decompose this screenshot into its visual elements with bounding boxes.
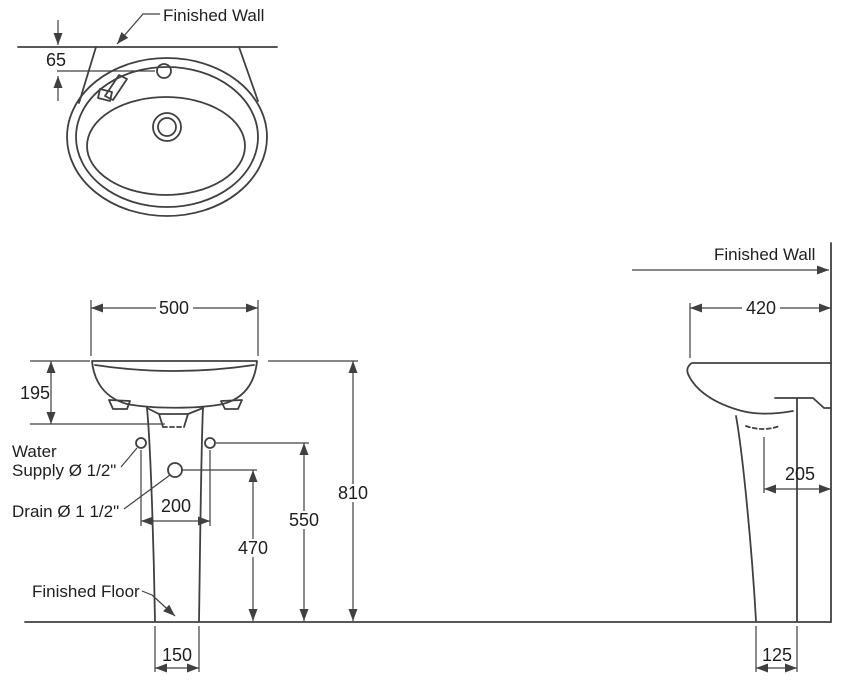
pedestal-recess-right — [183, 413, 189, 428]
dim-810-label-bg — [334, 484, 372, 502]
dim-550: 550 — [216, 442, 323, 621]
water-supply-label-line1: Water — [12, 442, 57, 461]
sink-inner-rim — [75, 66, 259, 208]
finished-floor-callout: Finished Floor — [32, 582, 176, 617]
dim-125-label: 125 — [762, 645, 792, 665]
dim-65-label: 65 — [46, 50, 66, 70]
dim-205-label: 205 — [785, 464, 815, 484]
dim-205: 205 — [764, 464, 831, 494]
drain-label: Drain Ø 1 1/2" — [12, 502, 119, 521]
dim-195: 195 — [20, 360, 165, 425]
dim-125: 125 — [755, 626, 798, 673]
faucet-handle-base — [97, 88, 113, 102]
dim-420-label: 420 — [746, 298, 776, 318]
dim-200-label: 200 — [161, 496, 191, 516]
sink-back-edge-right — [238, 46, 259, 102]
dim-150: 150 — [154, 626, 200, 673]
pedestal-right-edge — [198, 407, 204, 622]
dim-195-label: 195 — [20, 383, 50, 403]
dim-810: 810 — [268, 360, 372, 621]
dim-500-label: 500 — [159, 298, 189, 318]
basin-rim-inner-line — [94, 364, 255, 372]
drain-leader — [123, 474, 171, 510]
front-view: 500 Water Supply Ø 1/2" — [12, 298, 372, 673]
faucet-hole — [156, 63, 172, 79]
drain-callout: Drain Ø 1 1/2" — [12, 474, 171, 521]
drain-outer-plan — [152, 112, 182, 142]
pedestal-shoulder-right — [187, 407, 204, 415]
finished-floor-label: Finished Floor — [32, 582, 140, 601]
dim-420: 420 — [689, 298, 831, 358]
dim-200: 200 — [140, 450, 211, 526]
sink-plan — [66, 46, 268, 217]
basin-back-ledge — [774, 397, 832, 409]
basin-pedestal-joint-hidden — [745, 425, 780, 430]
plan-view: Finished Wall 65 — [17, 6, 278, 217]
dim-470: 470 — [182, 469, 272, 621]
basin-silhouette — [91, 360, 258, 409]
water-supply-label-line2: Supply Ø 1/2" — [12, 461, 116, 480]
dim-150-label: 150 — [162, 645, 192, 665]
pedestal-shoulder-left — [146, 407, 160, 415]
basin-front — [91, 360, 258, 410]
dim-500-label-bg — [156, 298, 193, 317]
water-supply-leader — [120, 447, 138, 468]
sink-outer-rim — [66, 57, 268, 217]
pedestal-recess-left — [158, 413, 164, 428]
pedestal-side — [735, 397, 798, 622]
mounting-lug-left — [108, 399, 131, 410]
finished-wall-plan-leader — [116, 13, 160, 45]
finished-wall-side-label: Finished Wall — [714, 245, 815, 264]
dim-550-label-bg — [285, 511, 323, 529]
water-supply-hole-right — [204, 437, 216, 449]
mounting-lug-right — [220, 399, 243, 410]
sink-back-edge-left — [78, 46, 97, 104]
basin-profile — [686, 362, 832, 415]
faucet-handle — [104, 74, 128, 101]
drain-inner-plan — [157, 117, 177, 137]
dim-810-label: 810 — [338, 483, 368, 503]
finished-wall-plan-label: Finished Wall — [163, 6, 264, 25]
basin-side — [686, 362, 832, 430]
basin-bowl-plan — [86, 96, 246, 196]
side-view: Finished Wall 420 205 — [632, 242, 832, 673]
dim-550-label: 550 — [289, 510, 319, 530]
finished-floor-leader — [141, 590, 176, 617]
dim-470-label: 470 — [238, 538, 268, 558]
water-supply-hole-left — [135, 437, 147, 449]
dim-470-label-bg — [234, 539, 272, 557]
dim-500: 500 — [90, 298, 259, 356]
dim-420-label-bg — [742, 299, 780, 317]
pedestal-front-edge — [735, 415, 757, 622]
water-supply-callout: Water Supply Ø 1/2" — [12, 442, 138, 480]
